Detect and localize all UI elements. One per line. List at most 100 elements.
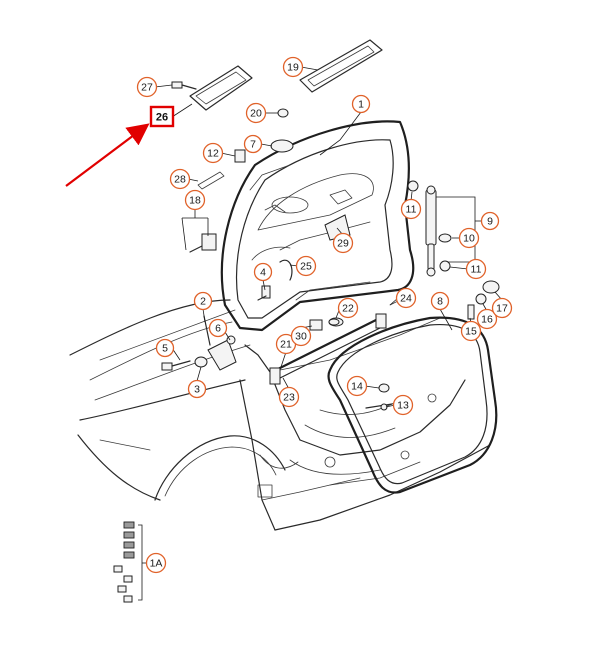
callout-number: 4 [260,267,266,279]
callout-number: 28 [174,174,186,186]
callout-number: 6 [215,323,221,335]
handle-strip [299,39,383,93]
callout-c15[interactable]: 15 [460,320,482,342]
callout-number: 9 [487,216,493,228]
callout-circle [187,379,207,399]
callout-number: 24 [400,293,412,305]
callout-c27[interactable]: 27 [136,76,158,98]
callout-circle [395,287,417,309]
callout-number: 21 [280,339,292,351]
callout-c8[interactable]: 8 [430,291,450,311]
callout-circle [337,297,359,319]
callout-c19[interactable]: 19 [282,56,304,78]
callout-c29[interactable]: 29 [332,232,354,254]
hardware-parts [161,81,500,411]
callout-number: 2 [200,296,206,308]
callout-number: 5 [162,343,168,355]
callout-circle [282,56,304,78]
highlight-arrow [65,123,150,187]
hardware-kit-1a [113,521,148,603]
callout-c2[interactable]: 2 [193,291,213,311]
trim-frame [189,65,253,111]
callout-number: 20 [250,108,262,120]
callout-c16[interactable]: 16 [476,308,498,330]
callout-number: 14 [351,381,363,393]
callout-circle [184,189,206,211]
callout-circle [460,320,482,342]
callout-number: 27 [141,82,153,94]
callout-number: 29 [337,238,349,250]
callout-c17[interactable]: 17 [491,297,513,319]
callout-number: 1 [358,99,364,111]
gas-strut [407,180,452,277]
callout-c20[interactable]: 20 [245,102,267,124]
callout-number: 3 [194,384,200,396]
callout-number: 19 [287,62,299,74]
callout-c12[interactable]: 12 [202,142,224,164]
callout-circle [295,255,317,277]
callout-c7[interactable]: 7 [243,134,263,154]
callout-circle [136,76,158,98]
callout-c22[interactable]: 22 [337,297,359,319]
callout-number: 30 [295,331,307,343]
callout-circle [400,198,422,220]
tailgate [220,120,415,332]
callout-c23[interactable]: 23 [278,386,300,408]
callout-circle [476,308,498,330]
callout-c10[interactable]: 10 [458,227,480,249]
callout-layer: 1234567891011111213141516171819202122232… [136,56,513,574]
callout-c1[interactable]: 1 [351,94,371,114]
callout-c9[interactable]: 9 [480,211,500,231]
callout-number: 8 [437,296,443,308]
callout-c28[interactable]: 28 [169,168,191,190]
callout-circle [290,325,312,347]
highlight-label: 26 [156,112,168,124]
callout-circle [155,338,175,358]
door-seal [327,316,498,494]
callout-c25[interactable]: 25 [295,255,317,277]
callout-circle [278,386,300,408]
callout-c1A[interactable]: 1A [145,552,167,574]
callout-circle [332,232,354,254]
callout-c5[interactable]: 5 [155,338,175,358]
callout-number: 16 [481,314,493,326]
callout-number: 23 [283,392,295,404]
car-body [69,299,491,531]
callout-number: 18 [189,195,201,207]
callout-circle [491,297,513,319]
callout-circle [465,258,487,280]
callout-c4[interactable]: 4 [253,262,273,282]
callout-circle [480,211,500,231]
callout-c11b[interactable]: 11 [465,258,487,280]
callout-c18[interactable]: 18 [184,189,206,211]
callout-c13[interactable]: 13 [392,394,414,416]
callout-c30[interactable]: 30 [290,325,312,347]
callout-circle [145,552,167,574]
callout-number: 11 [406,204,417,216]
highlight-callout-26[interactable]: 26 [149,105,175,128]
callout-c6[interactable]: 6 [208,318,228,338]
callout-circle [458,227,480,249]
callout-c11a[interactable]: 11 [400,198,422,220]
callout-circle [392,394,414,416]
callout-number: 25 [300,261,312,273]
callout-circle [208,318,228,338]
callout-number: 17 [496,303,508,315]
callout-circle [253,262,273,282]
callout-circle [245,102,267,124]
callout-number: 15 [465,326,477,338]
callout-circle [169,168,191,190]
callout-c14[interactable]: 14 [346,375,368,397]
callout-number: 7 [250,139,256,151]
callout-circle [346,375,368,397]
callout-circle [202,142,224,164]
callout-c3[interactable]: 3 [187,379,207,399]
callout-number: 12 [207,148,219,160]
callout-number: 11 [471,264,482,276]
callout-circle [351,94,371,114]
callout-c24[interactable]: 24 [395,287,417,309]
callout-number: 1A [150,558,163,570]
callout-number: 13 [397,400,409,412]
callout-number: 10 [463,233,475,245]
